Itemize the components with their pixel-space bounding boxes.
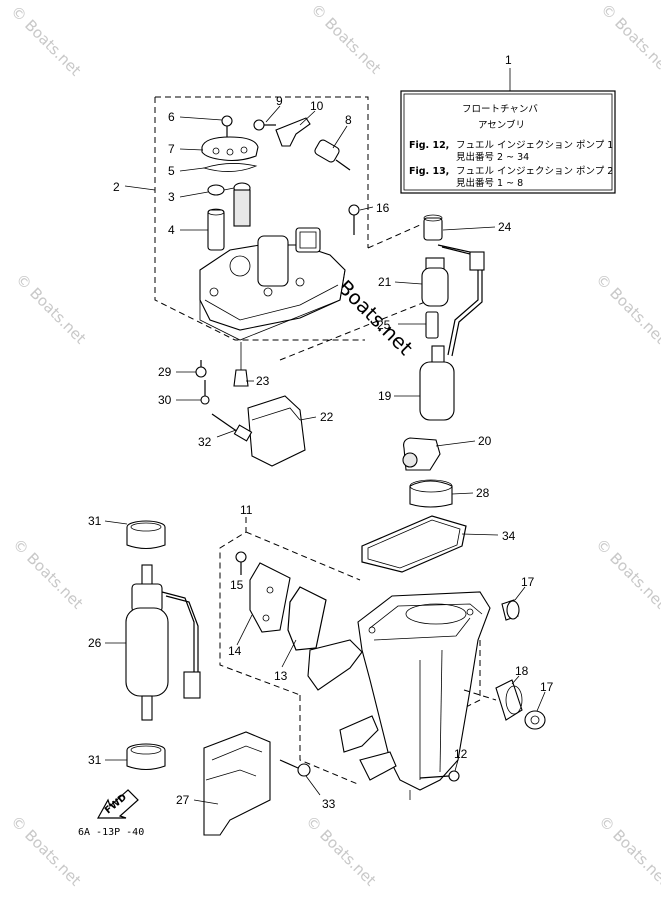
note-fig12-sub: 見出番号 2 ~ 34 — [456, 151, 529, 163]
callout-25: 25 — [377, 318, 391, 332]
watermarks: © Boats.net © Boats.net © Boats.net © Bo… — [7, 0, 661, 890]
assembly-outline-11 — [219, 517, 481, 786]
callout-3: 3 — [168, 190, 175, 204]
watermark: © Boats.net — [302, 812, 380, 890]
drawing-code: 6A -13P -40 — [78, 827, 144, 838]
callout-5: 5 — [168, 164, 175, 178]
fuel-pump-column — [402, 214, 485, 508]
callout-26: 26 — [88, 636, 102, 650]
float-chamber — [235, 551, 546, 800]
leader-lines — [104, 105, 546, 805]
callout-27: 27 — [176, 793, 190, 807]
callouts: 2 3 4 5 6 7 8 9 10 11 12 13 14 15 16 17 … — [88, 94, 554, 811]
watermark: © Boats.net — [597, 0, 661, 78]
watermark: © Boats.net — [592, 270, 661, 348]
watermark: © Boats.net — [592, 535, 661, 613]
callout-10: 10 — [310, 99, 324, 113]
note-fig13-text: フュエル インジェクション ポンプ 2 — [456, 166, 613, 177]
callout-11: 11 — [240, 503, 253, 517]
callout-16: 16 — [376, 201, 390, 215]
gasket-34 — [361, 515, 467, 573]
callout-21: 21 — [378, 275, 392, 289]
callout-9: 9 — [276, 94, 283, 108]
callout-6: 6 — [168, 110, 175, 124]
note-fig13: Fig. 13, — [409, 166, 449, 177]
note-fig12: Fig. 12, — [409, 140, 449, 151]
note-subtitle: アセンブリ — [478, 119, 525, 131]
callout-17-upper: 17 — [521, 575, 535, 589]
watermark: © Boats.net — [9, 535, 87, 613]
callout-29: 29 — [158, 365, 172, 379]
callout-28: 28 — [476, 486, 490, 500]
note-title: フロートチャンバ — [462, 104, 538, 115]
note-fig12-text: フュエル インジェクション ポンプ 1 — [456, 140, 613, 151]
callout-22: 22 — [320, 410, 334, 424]
callout-20: 20 — [478, 434, 492, 448]
left-pump-26 — [125, 520, 201, 771]
callout-1: 1 — [505, 53, 512, 67]
callout-23: 23 — [256, 374, 270, 388]
watermark: © Boats.net — [595, 812, 661, 890]
callout-7: 7 — [168, 142, 175, 156]
callout-24: 24 — [498, 220, 512, 234]
assembly-outline-2 — [154, 96, 431, 361]
callout-8: 8 — [345, 113, 352, 127]
callout-15: 15 — [230, 578, 244, 592]
bracket-27 — [203, 731, 311, 836]
callout-32: 32 — [198, 435, 212, 449]
callout-33: 33 — [322, 797, 336, 811]
callout-31-upper: 31 — [88, 514, 102, 528]
fwd-arrow-icon: FWD — [96, 789, 139, 819]
watermark: © Boats.net — [307, 0, 385, 78]
watermark: © Boats.net — [7, 812, 85, 890]
watermark: © Boats.net — [7, 2, 85, 80]
callout-31-lower: 31 — [88, 753, 102, 767]
callout-30: 30 — [158, 393, 172, 407]
upper-pump-assembly — [195, 115, 360, 467]
callout-19: 19 — [378, 389, 392, 403]
note-fig13-sub: 見出番号 1 ~ 8 — [456, 177, 523, 189]
callout-2: 2 — [113, 180, 120, 194]
callout-4: 4 — [168, 223, 175, 237]
callout-17-lower: 17 — [540, 680, 554, 694]
callout-34: 34 — [502, 529, 516, 543]
callout-14: 14 — [228, 644, 242, 658]
callout-13: 13 — [274, 669, 288, 683]
watermark: © Boats.net — [12, 270, 90, 348]
note-box: 1 フロートチャンバ アセンブリ Fig. 12, フュエル インジェクション … — [400, 53, 616, 194]
callout-12: 12 — [454, 747, 468, 761]
callout-18: 18 — [515, 664, 529, 678]
fwd-label: FWD — [103, 792, 129, 816]
